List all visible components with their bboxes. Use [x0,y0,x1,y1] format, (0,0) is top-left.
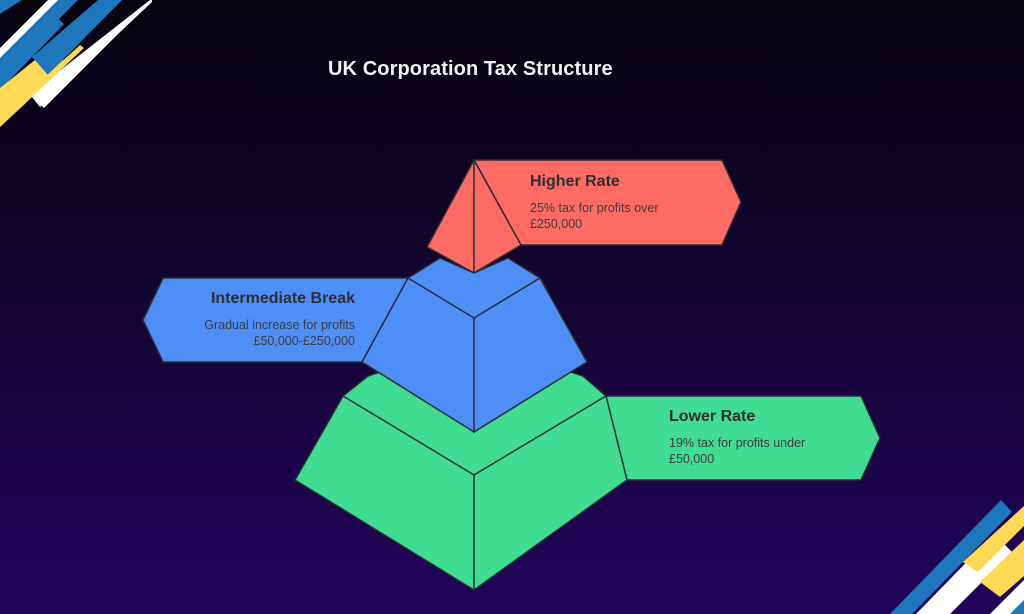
lower-rate-description-line2: £50,000 [669,452,715,466]
intermediate-break-label: Intermediate Break Gradual increase for … [160,290,355,349]
lower-rate-tier [294,361,881,591]
lower-rate-heading: Lower Rate [669,408,756,425]
page-title: UK Corporation Tax Structure [328,58,613,80]
intermediate-break-description-line2: £50,000-£250,000 [253,334,355,348]
intermediate-break-heading: Intermediate Break [210,290,355,307]
lower-rate-label: Lower Rate 19% tax for profits under £50… [669,408,859,467]
higher-rate-description-line1: 25% tax for profits over [530,201,659,215]
higher-rate-heading: Higher Rate [530,173,620,190]
intermediate-tier [142,257,588,433]
higher-rate-tier [426,159,742,274]
decor-stripes-bottom-right [890,500,1024,614]
higher-rate-description-line2: £250,000 [530,217,583,231]
decor-stripes-top-left [0,0,152,128]
higher-rate-label: Higher Rate 25% tax for profits over £25… [530,173,730,232]
intermediate-break-description-line1: Gradual increase for profits [204,318,355,332]
lower-rate-description-line1: 19% tax for profits under [669,436,806,450]
